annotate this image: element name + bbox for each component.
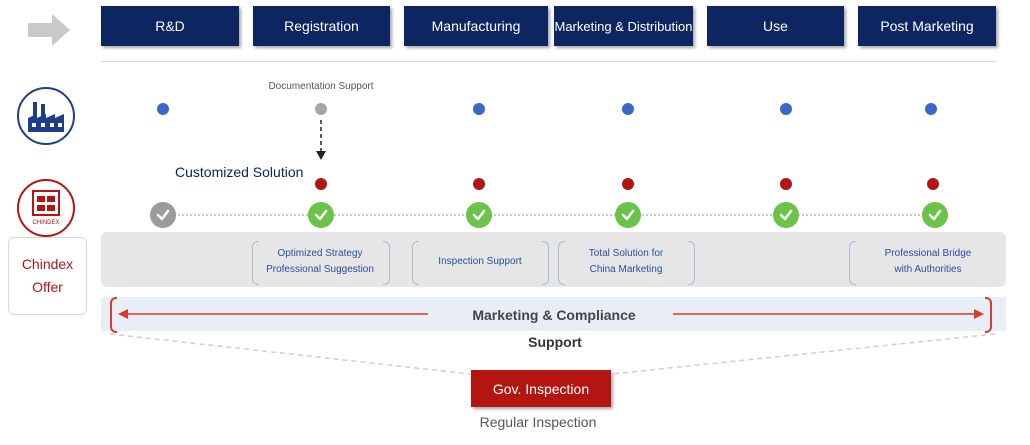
status-dot [473, 178, 485, 190]
marketing-compliance-label: Marketing & Compliance [472, 307, 636, 323]
offer-bracket-left [252, 241, 259, 285]
status-dot [315, 103, 327, 115]
factory-icon [17, 87, 75, 145]
offer-inspection-support: Inspection Support [418, 241, 542, 283]
status-dot [157, 103, 169, 115]
regular-inspection-label: Regular Inspection [479, 414, 597, 430]
status-dot [315, 178, 327, 190]
documentation-support-label: Documentation Support [268, 81, 374, 92]
chindex-logo-icon: CHINDEX [17, 179, 75, 237]
stage-manufacturing: Manufacturing [404, 6, 548, 46]
status-dot [622, 178, 634, 190]
offer-bracket-left [558, 241, 565, 285]
checkmark-icon [308, 202, 334, 228]
checkmark-icon [922, 202, 948, 228]
gov-inspection-box: Gov. Inspection [471, 370, 611, 407]
offer-line: Total Solution for [588, 248, 664, 259]
header-divider [101, 61, 996, 62]
status-dot [925, 103, 937, 115]
status-dot [473, 103, 485, 115]
offer-line: Inspection Support [438, 256, 522, 267]
chindex-offer-line1: Chindex [21, 256, 74, 272]
offer-total-solution: Total Solution for China Marketing [564, 241, 688, 283]
offer-line: Professional Suggestion [266, 264, 374, 275]
stage-marketing-distribution: Marketing & Distribution [554, 6, 693, 46]
chindex-offer-line2: Offer [32, 279, 63, 295]
stage-registration: Registration [253, 6, 390, 46]
status-dot [780, 103, 792, 115]
status-dot [780, 178, 792, 190]
offer-line: with Authorities [894, 264, 962, 275]
dashed-arrow-icon [316, 120, 326, 160]
checkmark-icon [773, 202, 799, 228]
offer-bracket-right [688, 241, 695, 285]
status-dot [622, 103, 634, 115]
bar-bracket-right [985, 297, 992, 333]
support-label: Support [528, 334, 582, 350]
checkmark-icon [150, 202, 176, 228]
check-connector [163, 214, 935, 216]
checkmark-icon [466, 202, 492, 228]
offer-bracket-right [542, 241, 549, 285]
stage-rd: R&D [101, 6, 239, 46]
chindex-offer-box: Chindex Offer [8, 237, 87, 315]
stage-use: Use [707, 6, 844, 46]
converging-lines [109, 333, 996, 375]
offer-line: Professional Bridge [884, 248, 972, 259]
offer-professional-bridge: Professional Bridge with Authorities [855, 241, 1001, 283]
customized-solution-label: Customized Solution [175, 164, 304, 180]
bar-bracket-left [110, 297, 117, 333]
right-arrow-icon [28, 14, 70, 46]
offer-line: China Marketing [589, 264, 663, 275]
double-arrow-icon [118, 309, 984, 319]
offer-bracket-right [383, 241, 390, 285]
status-dot [927, 178, 939, 190]
offer-bracket-left [412, 241, 419, 285]
chindex-logo-text: CHINDEX [32, 220, 59, 226]
offer-line: Optimized Strategy [277, 248, 363, 259]
stage-post-marketing: Post Marketing [858, 6, 996, 46]
checkmark-icon [615, 202, 641, 228]
offer-bracket-left [849, 241, 856, 285]
offer-optimized-strategy: Optimized Strategy Professional Suggesti… [258, 241, 382, 283]
